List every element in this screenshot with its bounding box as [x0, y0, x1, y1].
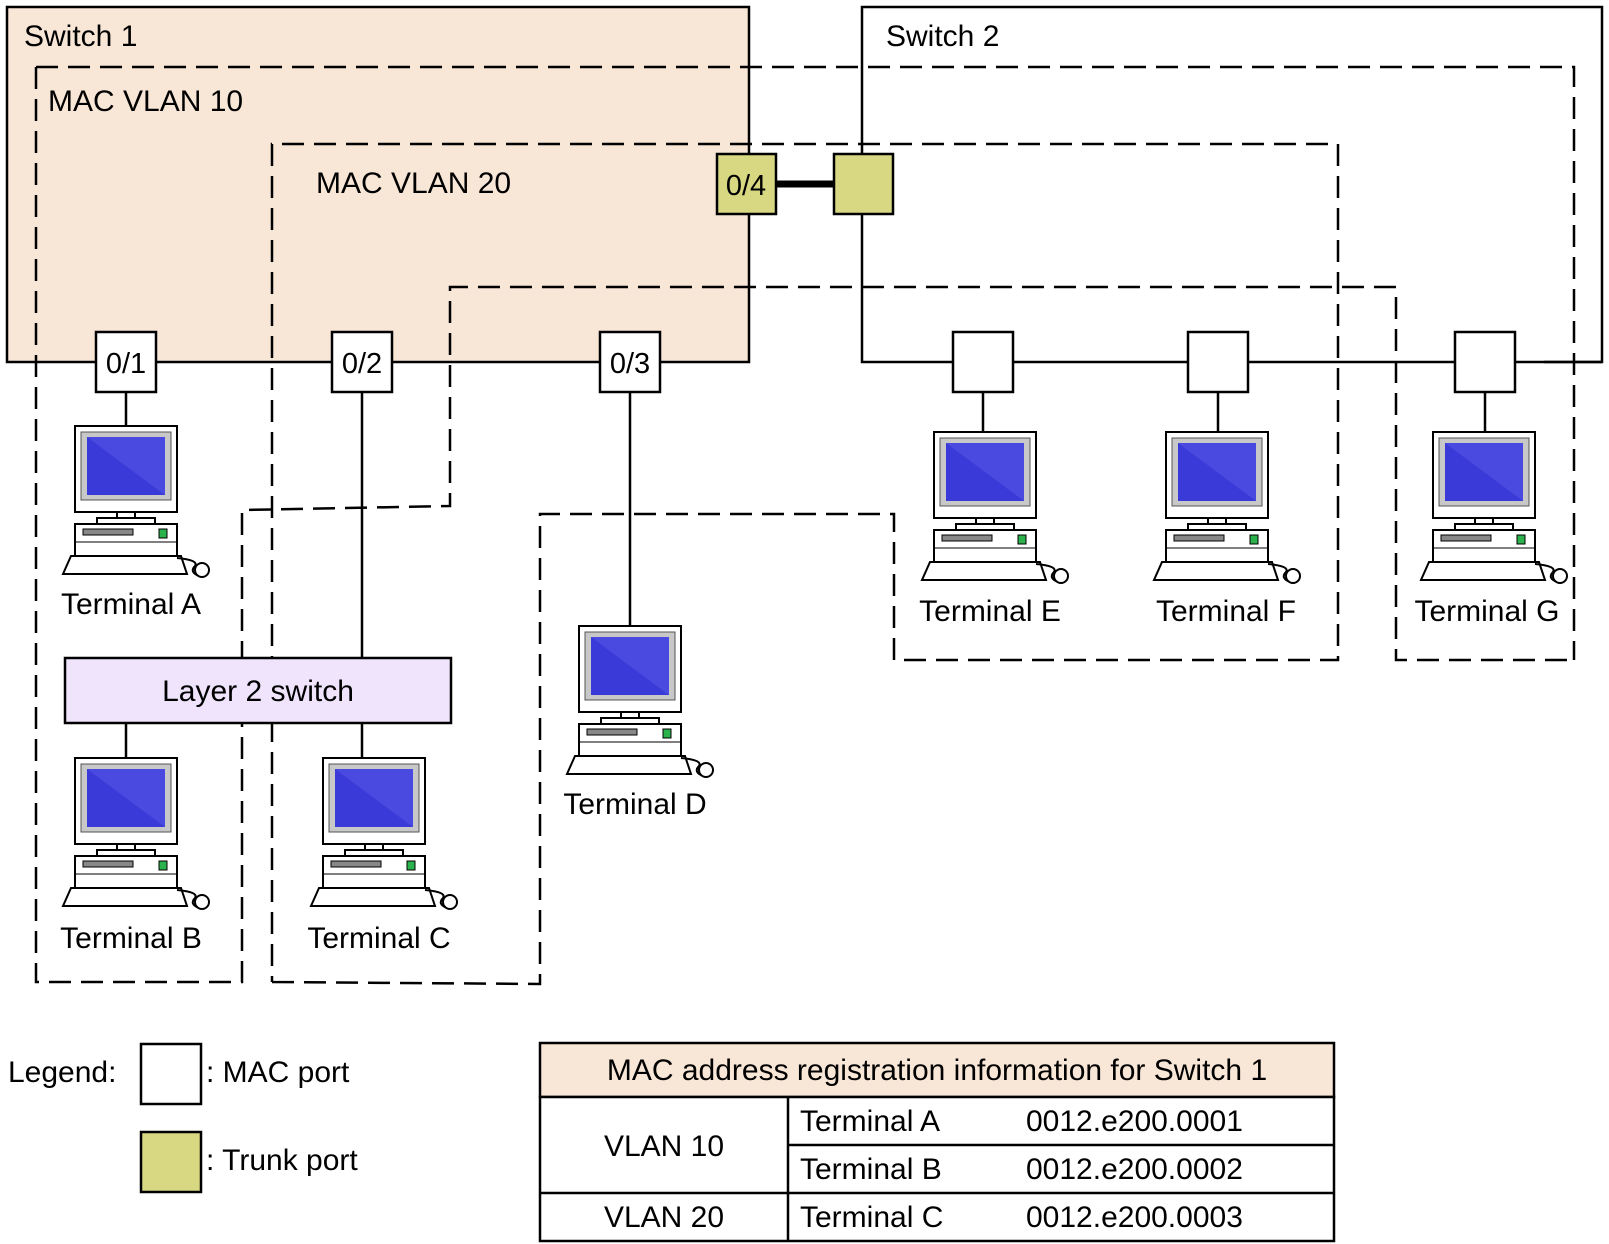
mac-port-switch2-e[interactable] [951, 330, 1015, 394]
mac-address-cell: 0012.e200.0001 [1026, 1105, 1243, 1138]
terminal-b[interactable]: Terminal B [60, 757, 210, 955]
legend-mac-port-swatch [139, 1042, 203, 1106]
computer-icon [1420, 431, 1568, 584]
terminal-c[interactable]: Terminal C [307, 757, 458, 955]
terminal-cell: Terminal A [800, 1105, 940, 1138]
terminal-d-label: Terminal D [563, 788, 706, 821]
mac-table-title: MAC address registration information for… [607, 1054, 1267, 1087]
port-0-3-label: 0/3 [610, 348, 650, 380]
switch2-bus [860, 214, 1602, 364]
mac-port-0-1[interactable]: 0/1 [94, 330, 158, 394]
terminal-e-label: Terminal E [919, 595, 1061, 628]
mac-port-0-2[interactable]: 0/2 [330, 330, 394, 394]
table-row: Terminal B 0012.e200.0002 [800, 1153, 1243, 1186]
mac-address-cell: 0012.e200.0002 [1026, 1153, 1243, 1186]
port-0-2-label: 0/2 [342, 348, 382, 380]
legend-mac-port-label: : MAC port [206, 1056, 350, 1089]
terminal-e[interactable]: Terminal E [919, 431, 1069, 628]
vlan-cell: VLAN 20 [604, 1201, 724, 1234]
vlan10-zone [34, 65, 1576, 984]
legend: Legend: : MAC port : Trunk port [8, 1042, 358, 1194]
terminal-f-label: Terminal F [1156, 595, 1296, 628]
vlan20-label: MAC VLAN 20 [316, 167, 511, 200]
vlan20-zone [270, 142, 1340, 986]
switch2-outline [860, 5, 1604, 364]
trunk-port-switch2[interactable] [832, 152, 895, 216]
vlan10-label: MAC VLAN 10 [48, 85, 243, 118]
table-row: VLAN 10 Terminal A 0012.e200.0001 [604, 1105, 1243, 1163]
mac-table: MAC address registration information for… [538, 1041, 1336, 1243]
mac-port-switch2-g[interactable] [1453, 330, 1517, 394]
computer-icon [62, 757, 210, 910]
mac-address-cell: 0012.e200.0003 [1026, 1201, 1243, 1234]
legend-title: Legend: [8, 1056, 116, 1089]
computer-icon [921, 431, 1069, 584]
switch2-label: Switch 2 [886, 20, 999, 53]
computer-icon [566, 625, 714, 778]
port-0-4-label: 0/4 [726, 170, 766, 202]
cables [124, 392, 1487, 758]
terminal-c-label: Terminal C [307, 922, 450, 955]
terminal-a-label: Terminal A [61, 588, 201, 621]
terminal-g[interactable]: Terminal G [1414, 431, 1568, 628]
terminal-d[interactable]: Terminal D [563, 625, 714, 821]
computer-icon [62, 425, 210, 578]
computer-icon [1153, 431, 1301, 584]
port-0-1-label: 0/1 [106, 348, 146, 380]
terminal-g-label: Terminal G [1414, 595, 1559, 628]
terminal-f[interactable]: Terminal F [1153, 431, 1301, 628]
vlan-cell: VLAN 10 [604, 1130, 724, 1163]
mac-port-0-3[interactable]: 0/3 [598, 330, 662, 394]
legend-trunk-port-label: : Trunk port [206, 1144, 358, 1177]
trunk-port-0-4[interactable]: 0/4 [715, 152, 778, 216]
computer-icon [310, 757, 458, 910]
switch1-label: Switch 1 [24, 20, 137, 53]
terminal-b-label: Terminal B [60, 922, 202, 955]
terminal-a[interactable]: Terminal A [61, 425, 210, 621]
layer2-switch-label: Layer 2 switch [162, 675, 354, 708]
legend-trunk-port-swatch [139, 1130, 203, 1194]
table-row: VLAN 20 Terminal C 0012.e200.0003 [604, 1201, 1243, 1234]
terminal-cell: Terminal C [800, 1201, 943, 1234]
layer2-switch[interactable]: Layer 2 switch [63, 656, 453, 725]
terminal-cell: Terminal B [800, 1153, 942, 1186]
mac-port-switch2-f[interactable] [1186, 330, 1250, 394]
